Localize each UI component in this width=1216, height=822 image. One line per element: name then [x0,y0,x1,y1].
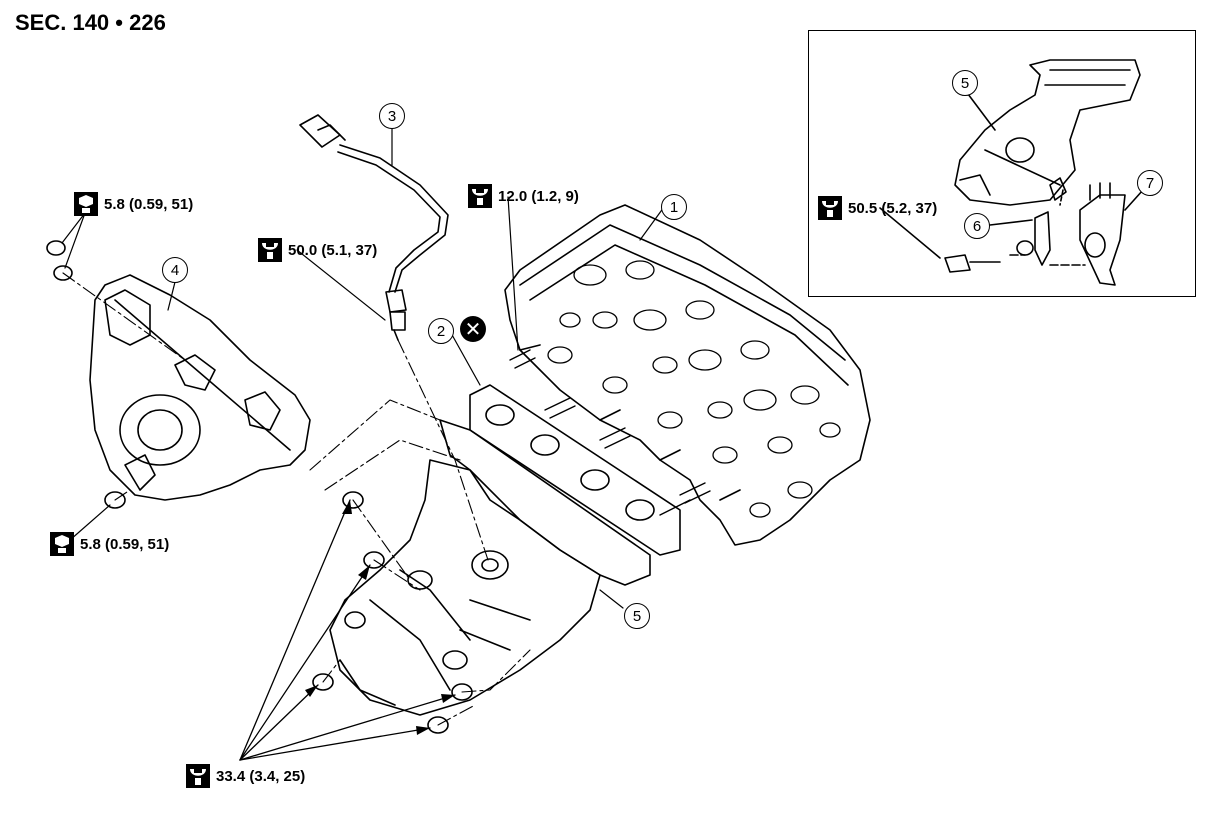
studs [509,349,711,516]
callout-5-main: 5 [624,603,650,629]
torque-value: 50.5 (5.2, 37) [848,199,938,217]
torque-spec-studs: 12.0 (1.2, 9) [468,184,579,208]
torque-value: 5.8 (0.59, 51) [104,195,194,213]
exhaust-manifold [329,419,651,716]
torque-spec-manifold-nuts: 33.4 (3.4, 25) [186,764,305,788]
torque-arrow-lines [239,499,456,761]
torque-wrench-icon [74,192,98,216]
torque-wrench-icon [468,184,492,208]
torque-spec-bracket-bolt: 50.5 (5.2, 37) [818,196,937,220]
callout-7: 7 [1137,170,1163,196]
do-not-reuse-icon: ✕ [460,316,486,342]
nuts [46,240,473,734]
torque-value: 12.0 (1.2, 9) [498,187,579,205]
callout-6: 6 [964,213,990,239]
exhaust-gasket [469,384,681,556]
inset-frame [808,30,1196,297]
callout-3: 3 [379,103,405,129]
arrow-heads [305,500,455,735]
inset-drawing [879,59,1144,286]
leader-lines [61,126,665,609]
torque-spec-insulator-lower: 5.8 (0.59, 51) [50,532,169,556]
assembly-lines [62,272,531,726]
callout-2: 2 [428,318,454,344]
torque-value: 33.4 (3.4, 25) [216,767,306,785]
callout-4: 4 [162,257,188,283]
af-sensor [299,114,449,341]
cylinder-head [504,204,871,546]
torque-wrench-icon [50,532,74,556]
torque-value: 50.0 (5.1, 37) [288,241,378,259]
section-title: SEC. 140 • 226 [15,10,166,35]
torque-value: 5.8 (0.59, 51) [80,535,170,553]
x-mark-icon: ✕ [464,317,482,341]
callout-1: 1 [661,194,687,220]
torque-wrench-icon [818,196,842,220]
torque-wrench-icon [258,238,282,262]
torque-spec-insulator-upper: 5.8 (0.59, 51) [74,192,193,216]
torque-wrench-icon [186,764,210,788]
torque-spec-af-sensor: 50.0 (5.1, 37) [258,238,377,262]
heat-insulator [89,274,311,501]
callout-5-inset: 5 [952,70,978,96]
